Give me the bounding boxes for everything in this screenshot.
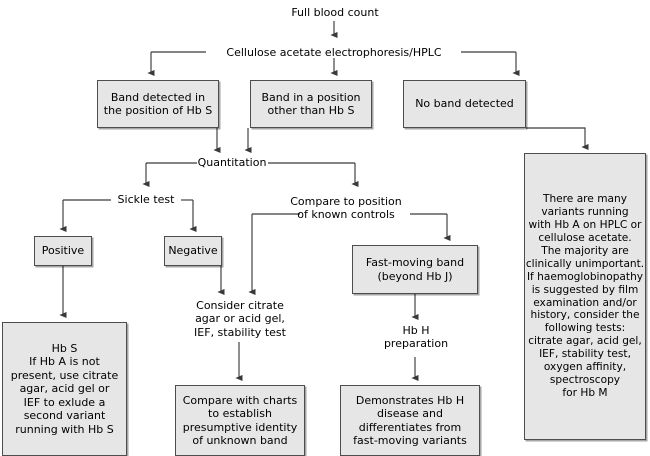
node-consider-citrate: Consider citrate agar or acid gel, IEF, … — [194, 298, 286, 339]
node-electrophoresis: Cellulose acetate electrophoresis/HPLC — [226, 45, 442, 59]
box-positive[interactable]: Positive — [34, 236, 92, 266]
box-many-variants[interactable]: There are many variants running with Hb … — [524, 153, 646, 440]
box-demonstrates-hb-h[interactable]: Demonstrates Hb H disease and differenti… — [340, 385, 480, 456]
box-negative[interactable]: Negative — [164, 236, 222, 266]
box-hb-s-result[interactable]: Hb S If Hb A is not present, use citrate… — [2, 322, 127, 456]
node-full-blood-count: Full blood count — [291, 5, 379, 19]
node-sickle-test: Sickle test — [117, 193, 175, 207]
box-band-detected-hbs[interactable]: Band detected in the position of Hb S — [97, 80, 219, 128]
box-compare-with-charts[interactable]: Compare with charts to establish presump… — [175, 385, 305, 456]
node-quantitation: Quantitation — [197, 156, 267, 170]
box-no-band-detected[interactable]: No band detected — [403, 80, 526, 128]
wire-no-band-to-variants — [526, 127, 589, 151]
box-fast-moving-band[interactable]: Fast-moving band (beyond Hb J) — [352, 245, 478, 294]
node-compare-to-position: Compare to position of known controls — [290, 194, 402, 221]
node-hb-h-preparation: Hb H preparation — [383, 323, 449, 350]
box-band-other-position[interactable]: Band in a position other than Hb S — [250, 80, 372, 128]
